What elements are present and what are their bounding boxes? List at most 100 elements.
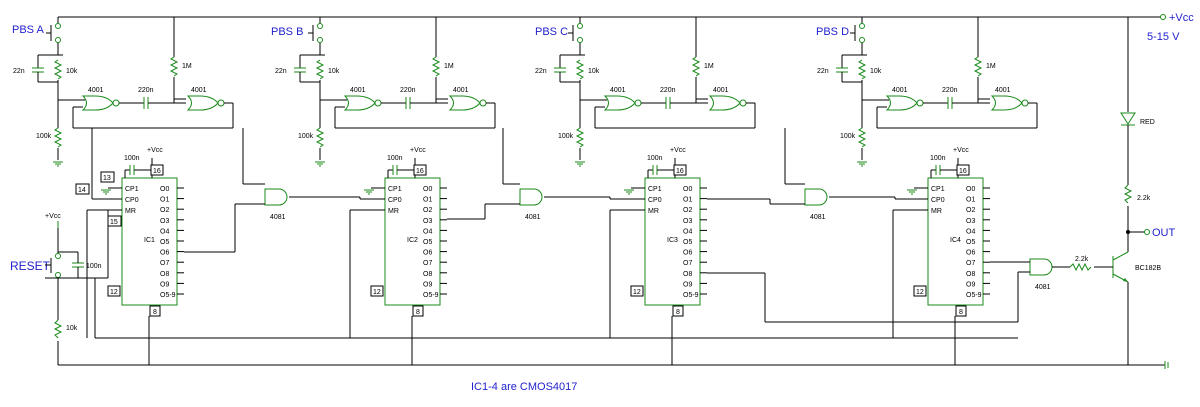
res-pd-label-2: 100k bbox=[298, 133, 314, 140]
nor-gate-a-4 bbox=[885, 95, 924, 111]
pin8-4: 8 bbox=[959, 309, 963, 316]
counter-right-pin: O7 bbox=[683, 260, 692, 267]
counter-left-pin: CP1 bbox=[388, 186, 402, 193]
counter-right-pin: O0 bbox=[683, 186, 692, 193]
nor-label-b-4: 4001 bbox=[995, 87, 1011, 94]
decap-label-1: 100n bbox=[124, 155, 140, 162]
base-resistor bbox=[1069, 262, 1092, 272]
ic-vcc-label-3: +Vcc bbox=[670, 147, 686, 154]
out-label: OUT bbox=[1152, 227, 1176, 239]
and-label-2: 4081 bbox=[525, 214, 541, 221]
and-gate-3 bbox=[804, 188, 828, 206]
counter-left-pin: CP1 bbox=[125, 186, 139, 193]
pbs-label-2: PBS B bbox=[271, 26, 303, 38]
counter-ic-1: IC1CP1CP0MRO0O1O2O3O4O5O6O7O8O9O5-9100n+… bbox=[86, 147, 184, 365]
out-terminal bbox=[1144, 229, 1150, 235]
counter-right-pin: O2 bbox=[683, 207, 692, 214]
res-fb-3 bbox=[691, 56, 701, 77]
counter-name-3: IC3 bbox=[667, 237, 678, 244]
and-label-1: 4081 bbox=[270, 214, 286, 221]
decap-label-3: 100n bbox=[647, 155, 663, 162]
and-gate-4 bbox=[1029, 258, 1053, 276]
pbs-label-3: PBS C bbox=[535, 26, 568, 38]
counter-right-pin: O5 bbox=[683, 239, 692, 246]
cap-in-label-3: 22n bbox=[535, 68, 547, 75]
res-pd-label-1: 100k bbox=[36, 133, 52, 140]
res-fb-4 bbox=[973, 56, 983, 77]
nor-gate-a-1 bbox=[81, 95, 120, 111]
transistor-label: BC182B bbox=[1135, 265, 1161, 272]
counter-right-pin: O4 bbox=[966, 228, 975, 235]
pin-number-p13: 13 bbox=[103, 175, 111, 182]
pin12-1: 12 bbox=[110, 289, 118, 296]
res-in-3 bbox=[575, 59, 585, 80]
pbs-label-1: PBS A bbox=[12, 24, 44, 36]
counter-right-pin: O6 bbox=[966, 250, 975, 257]
res-in-label-4: 10k bbox=[870, 68, 882, 75]
ground-symbol bbox=[364, 189, 374, 195]
counter-right-pin: O5 bbox=[160, 239, 169, 246]
ground-symbol bbox=[1164, 361, 1169, 369]
nor-label-a-4: 4001 bbox=[892, 87, 908, 94]
counter-left-pin: MR bbox=[931, 208, 942, 215]
and-label-3: 4081 bbox=[810, 214, 826, 221]
counter-left-pin: CP1 bbox=[931, 186, 945, 193]
res-in-4 bbox=[857, 59, 867, 80]
counter-right-pin: O5-9 bbox=[423, 292, 439, 299]
nor-label-a-3: 4001 bbox=[610, 87, 626, 94]
pin12-4: 12 bbox=[916, 289, 924, 296]
cap-in-label-4: 22n bbox=[817, 68, 829, 75]
res-in-label-2: 10k bbox=[328, 68, 340, 75]
decap-label-2: 100n bbox=[387, 155, 403, 162]
ground-symbol bbox=[857, 161, 867, 167]
res-pd-4 bbox=[857, 127, 867, 148]
pin-box-p14 bbox=[75, 183, 90, 195]
counter-name-1: IC1 bbox=[144, 237, 155, 244]
ground-symbol bbox=[53, 161, 63, 167]
res-fb-label-2: 1M bbox=[444, 63, 454, 70]
res-fb-label-3: 1M bbox=[704, 63, 714, 70]
base-res-label: 2.2k bbox=[1075, 256, 1089, 263]
pin16-3: 16 bbox=[676, 168, 684, 175]
counter-right-pin: O4 bbox=[683, 228, 692, 235]
counter-right-pin: O5-9 bbox=[160, 292, 176, 299]
pin12-3: 12 bbox=[633, 289, 641, 296]
cap-mid-1 bbox=[143, 97, 149, 109]
counter-right-pin: O0 bbox=[160, 186, 169, 193]
and-gate-2 bbox=[519, 188, 543, 206]
res-fb-label-1: 1M bbox=[182, 63, 192, 70]
counter-right-pin: O9 bbox=[160, 281, 169, 288]
counter-left-pin: MR bbox=[125, 208, 136, 215]
ground-symbol bbox=[315, 161, 325, 167]
counter-right-pin: O6 bbox=[160, 250, 169, 257]
counter-right-pin: O5 bbox=[423, 239, 432, 246]
res-in-label-1: 10k bbox=[66, 68, 78, 75]
counter-right-pin: O8 bbox=[966, 271, 975, 278]
counter-left-pin: CP0 bbox=[125, 197, 139, 204]
counter-right-pin: O5-9 bbox=[966, 292, 982, 299]
nor-gate-b-4 bbox=[990, 95, 1029, 111]
cap-mid-label-4: 220n bbox=[942, 87, 958, 94]
vcc-label: +Vcc bbox=[1169, 12, 1194, 24]
counter-right-pin: O1 bbox=[966, 197, 975, 204]
counter-right-pin: O4 bbox=[423, 228, 432, 235]
res-in-1 bbox=[53, 59, 63, 80]
ground-symbol bbox=[624, 189, 634, 195]
nor-gate-b-3 bbox=[708, 95, 747, 111]
nor-gate-a-2 bbox=[343, 95, 382, 111]
counter-right-pin: O7 bbox=[160, 260, 169, 267]
output-section: RED 2.2k OUT BC182B 2.2k bbox=[1052, 17, 1176, 365]
cap-mid-label-1: 220n bbox=[138, 87, 154, 94]
counter-ic-2: IC2CP1CP0MRO0O1O2O3O4O5O6O7O8O9O5-9100n+… bbox=[349, 147, 447, 365]
transistor bbox=[1112, 251, 1129, 283]
nor-gate-b-2 bbox=[448, 95, 487, 111]
counter-left-pin: CP0 bbox=[388, 197, 402, 204]
decap-label-4: 100n bbox=[930, 155, 946, 162]
reset-label: RESET bbox=[10, 259, 51, 273]
counter-right-pin: O3 bbox=[683, 218, 692, 225]
counter-right-pin: O7 bbox=[966, 260, 975, 267]
nor-label-b-3: 4001 bbox=[713, 87, 729, 94]
